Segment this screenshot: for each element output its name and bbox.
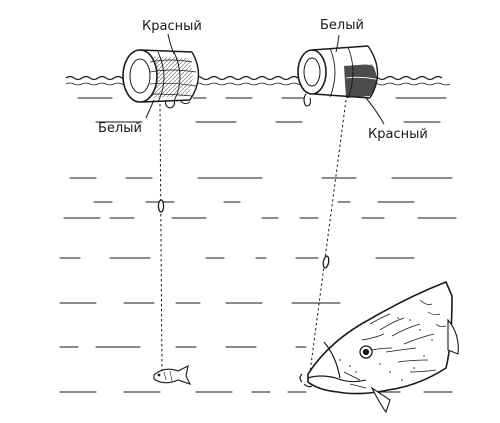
left-line-weight: [157, 199, 165, 213]
right-float-drum: [297, 45, 381, 107]
right-fishing-line: [309, 99, 347, 373]
left-drum-bottom-label: Белый: [98, 121, 142, 136]
right-line-weight: [322, 255, 330, 269]
underwater-dashes: [59, 97, 457, 393]
left-float-drum: [122, 49, 200, 109]
pike-fish-icon: [299, 280, 459, 414]
right-drum-top-label: Белый: [320, 18, 364, 33]
right-drum-bottom-label: Красный: [368, 127, 428, 142]
label-leaders: [145, 33, 385, 125]
pike-head-shading: [339, 317, 433, 381]
left-fishing-line: [159, 103, 163, 371]
left-drum-top-label: Красный: [142, 19, 202, 34]
bait-fish-icon: [153, 365, 192, 385]
